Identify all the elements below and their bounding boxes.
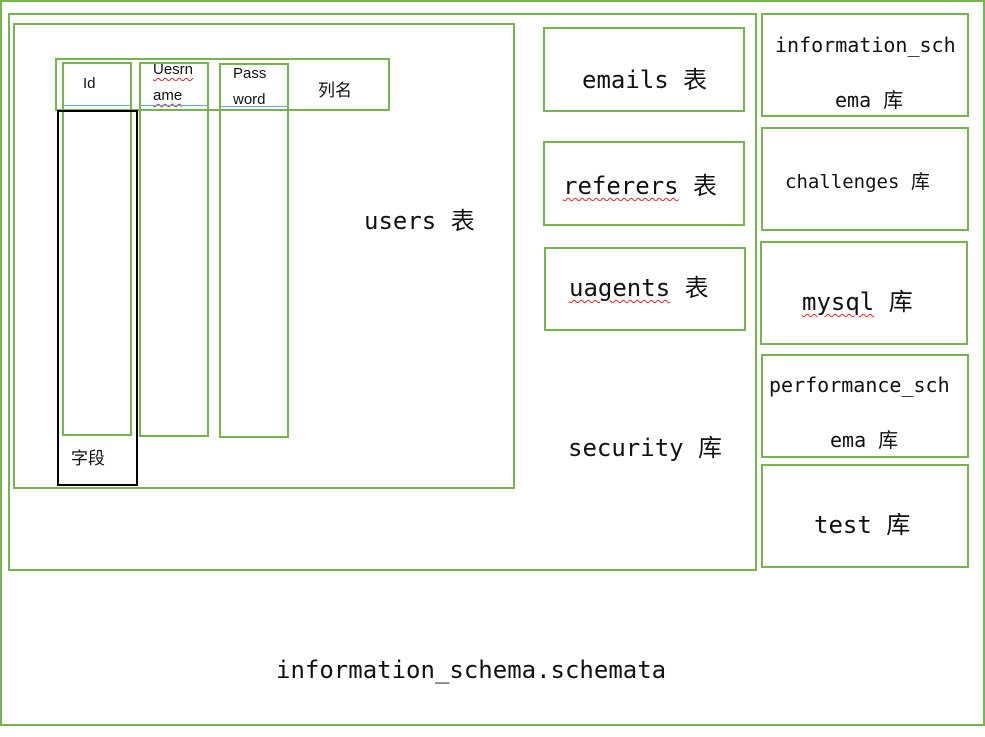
security-db-frame <box>8 13 757 571</box>
column-password-divider <box>221 106 287 107</box>
uagents-table-name: uagents <box>569 274 671 302</box>
db-test-frame <box>761 464 969 568</box>
db-challenges-label: challenges 库 <box>785 171 930 193</box>
emails-table-suffix: 表 <box>683 66 708 94</box>
db-information-schema-label-2: ema 库 <box>835 88 904 112</box>
db-mysql-name: mysql <box>802 288 875 316</box>
db-information-schema-label-1: information_sch <box>775 33 956 57</box>
security-db-label: security 库 <box>568 434 723 462</box>
column-username-divider <box>141 105 207 106</box>
uagents-table-suffix: 表 <box>684 274 709 302</box>
referers-table-label: referers 表 <box>563 166 717 201</box>
users-table-frame <box>13 23 515 489</box>
db-test-label: test 库 <box>814 511 911 539</box>
db-challenges-frame <box>761 127 969 231</box>
uagents-table-frame <box>544 247 746 331</box>
emails-table-name: emails <box>582 66 669 94</box>
column-username-label-1: Uesrn <box>153 61 194 78</box>
db-performance-schema-frame <box>761 354 969 458</box>
column-username <box>139 62 209 437</box>
column-password <box>219 63 289 438</box>
db-mysql-frame <box>760 241 968 345</box>
referers-table-suffix: 表 <box>693 172 718 200</box>
column-id-label: Id <box>83 75 96 92</box>
column-id <box>62 62 132 436</box>
db-mysql-label: mysql 库 <box>802 282 913 317</box>
field-label: 字段 <box>71 449 105 468</box>
users-table-label: users 表 <box>364 207 475 235</box>
referers-table-frame <box>543 141 745 226</box>
emails-table-frame <box>543 27 745 112</box>
column-header-label: 列名 <box>318 81 352 100</box>
column-username-label-2: ame <box>153 87 183 104</box>
schemata-label: information_schema.schemata <box>276 656 667 684</box>
emails-table-label: emails 表 <box>582 60 707 95</box>
column-id-divider <box>64 105 130 106</box>
db-performance-schema-label-2: ema 库 <box>830 428 899 452</box>
column-header-bar <box>55 58 390 111</box>
db-information-schema-frame <box>761 13 969 117</box>
db-performance-schema-label-1: performance_sch <box>769 373 950 397</box>
uagents-table-label: uagents 表 <box>569 268 709 303</box>
field-box <box>57 110 138 486</box>
column-password-label-2: word <box>233 91 266 108</box>
referers-table-name: referers <box>563 172 679 200</box>
column-password-label-1: Pass <box>233 65 267 82</box>
db-mysql-suffix: 库 <box>888 288 913 316</box>
